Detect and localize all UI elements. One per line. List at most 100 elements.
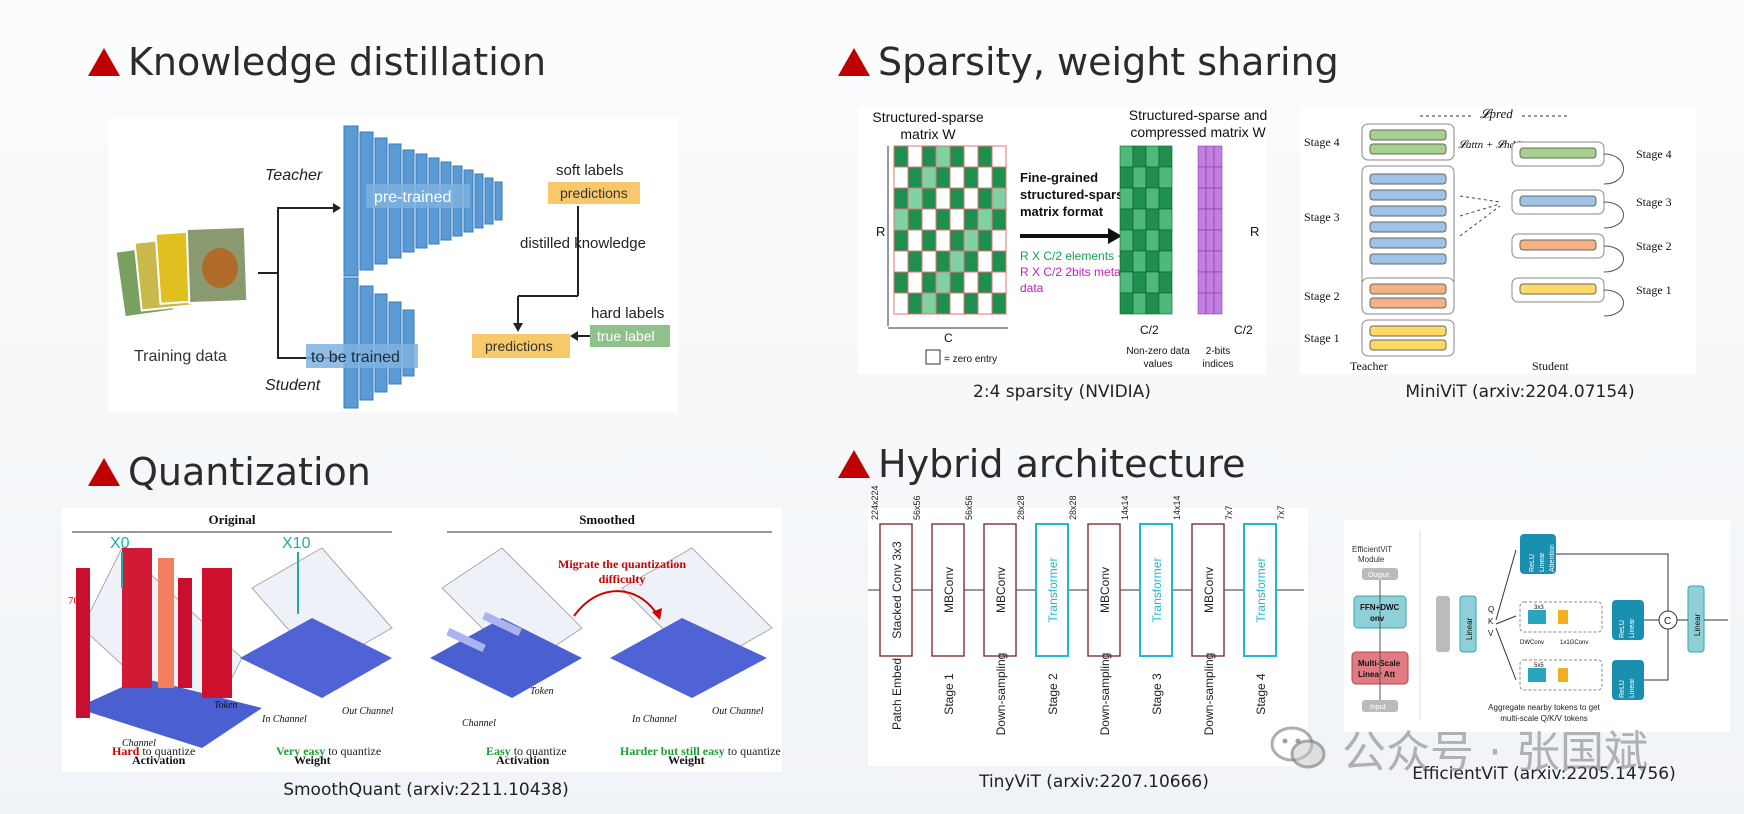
tinyvit-stage-label: Stage 4 (1254, 673, 1268, 715)
section-title-sparsity: Sparsity, weight sharing (838, 40, 1339, 84)
section-title-quant: Quantization (88, 450, 371, 494)
weight-original-plot: X10 (240, 535, 393, 698)
svg-text:Channel: Channel (462, 718, 496, 729)
tinyvit-block-0 (879, 523, 913, 657)
section-title-hybrid: Hybrid architecture (838, 442, 1246, 486)
svg-text:ReLU: ReLU (1529, 554, 1536, 572)
smoothquant-diagram: Original Smoothed 70 X0 Channel Token Ac… (62, 508, 782, 772)
tinyvit-block-label: Transformer (1254, 558, 1268, 623)
tinyvit-block-label: Transformer (1150, 558, 1164, 623)
svg-text:C: C (1664, 616, 1671, 627)
svg-text:difficulty: difficulty (599, 572, 646, 586)
svg-text:structured-sparse: structured-sparse (1020, 187, 1131, 202)
svg-text:Structured-sparse: Structured-sparse (872, 109, 983, 125)
tinyvit-dim-label: 7x7 (1276, 505, 1286, 520)
svg-text:Aggregate nearby tokens to get: Aggregate nearby tokens to get (1488, 703, 1600, 712)
svg-text:Student: Student (1532, 359, 1569, 373)
triangle-bullet-icon (88, 48, 120, 76)
tinyvit-stage-label: Down-sampling (1202, 653, 1216, 736)
tobetrained-label: to be trained (311, 349, 400, 366)
svg-text:Attention: Attention (1549, 544, 1556, 572)
tinyvit-block-4 (1087, 523, 1121, 657)
tinyvit-block-label: MBConv (1202, 567, 1216, 613)
original-label: Original (209, 512, 256, 527)
svg-text:Stage 2: Stage 2 (1304, 289, 1340, 303)
tinyvit-dim-label: 14x14 (1120, 495, 1130, 520)
svg-text:Stage 3: Stage 3 (1636, 195, 1672, 209)
svg-text:Linear: Linear (1629, 618, 1636, 638)
svg-text:1x1GConv: 1x1GConv (1560, 640, 1588, 646)
svg-text:Stage 1: Stage 1 (1304, 331, 1340, 345)
svg-text:Token: Token (214, 700, 238, 711)
svg-text:ReLU: ReLU (1619, 620, 1626, 638)
svg-text:Weight: Weight (668, 753, 705, 767)
svg-text:In Channel: In Channel (261, 714, 307, 725)
svg-text:5x5: 5x5 (1534, 663, 1544, 669)
student-network (343, 277, 415, 409)
svg-text:true label: true label (597, 328, 655, 344)
svg-text:𝓛pred: 𝓛pred (1480, 106, 1513, 121)
svg-text:X10: X10 (282, 535, 311, 552)
sparse-matrix-grid (893, 145, 1007, 315)
svg-text:Stage 1: Stage 1 (1636, 283, 1672, 297)
svg-text:Structured-sparse and: Structured-sparse and (1129, 107, 1268, 123)
metadata-grid (1197, 145, 1223, 315)
watermark: 公众号 · 张国斌 (1270, 716, 1648, 780)
svg-text:multi-scale Q/K/V tokens: multi-scale Q/K/V tokens (1500, 714, 1588, 723)
svg-text:predictions: predictions (485, 338, 553, 354)
svg-text:Fine-grained: Fine-grained (1020, 170, 1098, 185)
svg-text:Activation: Activation (496, 753, 550, 767)
tinyvit-stage-label: Down-sampling (994, 653, 1008, 736)
pretrained-label: pre-trained (374, 189, 451, 206)
svg-text:K: K (1488, 617, 1494, 626)
teacher-predictions-box (548, 182, 640, 204)
svg-text:ReLU: ReLU (1619, 680, 1626, 698)
activation-smoothed-plot (430, 547, 583, 698)
svg-text:V: V (1488, 629, 1494, 638)
tinyvit-dim-label: 56x56 (964, 495, 974, 520)
hard-labels-label: hard labels (591, 305, 664, 322)
svg-text:R X C/2 2bits meta: R X C/2 2bits meta (1020, 265, 1121, 279)
svg-text:Q: Q (1488, 605, 1494, 614)
teacher-label: Teacher (265, 167, 323, 184)
svg-text:onv: onv (1370, 614, 1385, 623)
activation-original-plot: 70 X0 (68, 535, 262, 748)
efficientvit-diagram: EfficientViT Module Output FFN+DWC onv M… (1344, 520, 1730, 732)
svg-text:3x3: 3x3 (1534, 605, 1544, 611)
caption-efficientvit: EfficientViT (arxiv:2205.14756) (1412, 764, 1676, 784)
tinyvit-stage-label: Patch Embed (890, 658, 904, 730)
tinyvit-block-label: MBConv (942, 567, 956, 613)
tinyvit-stage-label: Stage 2 (1046, 673, 1060, 715)
svg-text:Output: Output (1368, 572, 1389, 579)
training-data-label: Training data (134, 348, 227, 365)
svg-text:Linear: Linear (1465, 617, 1474, 640)
smoothed-label: Smoothed (579, 512, 635, 527)
svg-text:= zero entry: = zero entry (944, 354, 997, 365)
tinyvit-stage-label: Stage 1 (942, 673, 956, 715)
tinyvit-dim-label: 7x7 (1224, 505, 1234, 520)
svg-text:Token: Token (530, 686, 554, 697)
tinyvit-dim-label: 224x224 (870, 485, 880, 520)
weight-smoothed-plot (610, 547, 773, 698)
svg-text:DWConv: DWConv (1520, 640, 1544, 646)
tinyvit-block-7 (1243, 523, 1277, 657)
compressed-matrix-grid (1119, 145, 1173, 315)
svg-text:compressed matrix W: compressed matrix W (1130, 124, 1266, 140)
tinyvit-block-label: Stacked Conv 3x3 (890, 541, 904, 639)
svg-text:Linear Att: Linear Att (1358, 670, 1395, 679)
svg-text:Stage 4: Stage 4 (1304, 135, 1340, 149)
true-label-box (590, 325, 670, 347)
distilled-knowledge-label: distilled knowledge (520, 235, 646, 252)
kd-diagram: Training data Teacher Student pre-traine… (108, 118, 678, 412)
caption-tinyvit: TinyViT (arxiv:2207.10666) (979, 772, 1209, 792)
quantize-difficulty-row: Hard to quantize Very easy to quantize E… (112, 744, 781, 758)
svg-text:Stage 2: Stage 2 (1636, 239, 1672, 253)
svg-text:C/2: C/2 (1234, 323, 1253, 337)
triangle-bullet-icon (88, 458, 120, 486)
svg-text:Channel: Channel (122, 738, 156, 749)
wechat-icon (1270, 726, 1326, 769)
svg-text:Non-zero data: Non-zero data (1126, 346, 1190, 357)
triangle-bullet-icon (838, 450, 870, 478)
svg-text:predictions: predictions (560, 185, 628, 201)
